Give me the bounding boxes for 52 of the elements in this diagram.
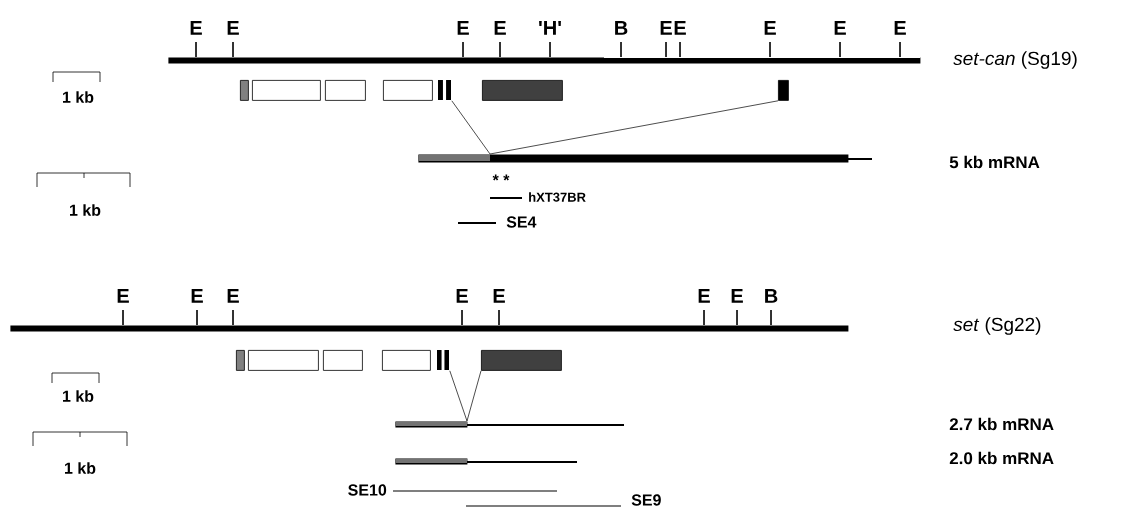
restriction-site: E: [674, 21, 686, 58]
exon-box: [383, 80, 433, 101]
restriction-site: B: [615, 21, 628, 58]
exon-box: [252, 80, 321, 101]
probe: SE9: [465, 494, 661, 507]
connector-line: [451, 100, 491, 155]
probe: hXT37BR: [489, 192, 586, 202]
restriction-site: E: [894, 21, 906, 58]
gene-label: set-can (Sg19): [953, 51, 1077, 69]
exon-box: [481, 350, 562, 371]
exon-box: [778, 80, 789, 101]
restriction-site: E: [660, 21, 672, 58]
connector-line: [489, 100, 779, 155]
probe: SE4: [457, 216, 537, 228]
restriction-site: E: [191, 289, 203, 326]
mrna-bar: [395, 458, 578, 465]
exon-box: [382, 350, 431, 371]
exon-box: [240, 80, 249, 101]
restriction-site: E: [227, 21, 239, 58]
mrna-label: 2.7 kb mRNA: [949, 417, 1054, 431]
exon-box: [438, 80, 452, 101]
restriction-site: E: [227, 289, 239, 326]
exon-box: [437, 350, 450, 371]
restriction-site: E: [456, 289, 468, 326]
restriction-site: E: [190, 21, 202, 58]
exon-box: [482, 80, 563, 101]
exon-box: [236, 350, 245, 371]
scale-bar: 1 kb: [36, 172, 131, 216]
restriction-site: E: [834, 21, 846, 58]
restriction-site: E: [764, 21, 776, 58]
exon-box: [248, 350, 319, 371]
restriction-site: E: [457, 21, 469, 58]
restriction-site: E: [698, 289, 710, 326]
exon-box: [325, 80, 366, 101]
restriction-site: B: [765, 289, 778, 326]
mrna-label: 5 kb mRNA: [949, 155, 1040, 169]
probe: SE10: [348, 484, 558, 496]
scale-bar: 1 kb: [52, 71, 101, 103]
mrna-bar: [395, 421, 625, 428]
restriction-site: 'H': [539, 21, 561, 58]
restriction-site: E: [117, 289, 129, 326]
exon-box: [323, 350, 363, 371]
connector-line: [466, 370, 482, 422]
restriction-site: E: [494, 21, 506, 58]
scale-bar: 1 kb: [51, 372, 100, 402]
connector-line: [449, 370, 468, 422]
mrna-bar: [418, 154, 873, 163]
mrna-label: 2.0 kb mRNA: [949, 451, 1054, 465]
scale-bar: 1 kb: [32, 431, 128, 474]
restriction-site: E: [731, 289, 743, 326]
gene-label: set (Sg22): [953, 317, 1041, 335]
restriction-site: E: [493, 289, 505, 326]
